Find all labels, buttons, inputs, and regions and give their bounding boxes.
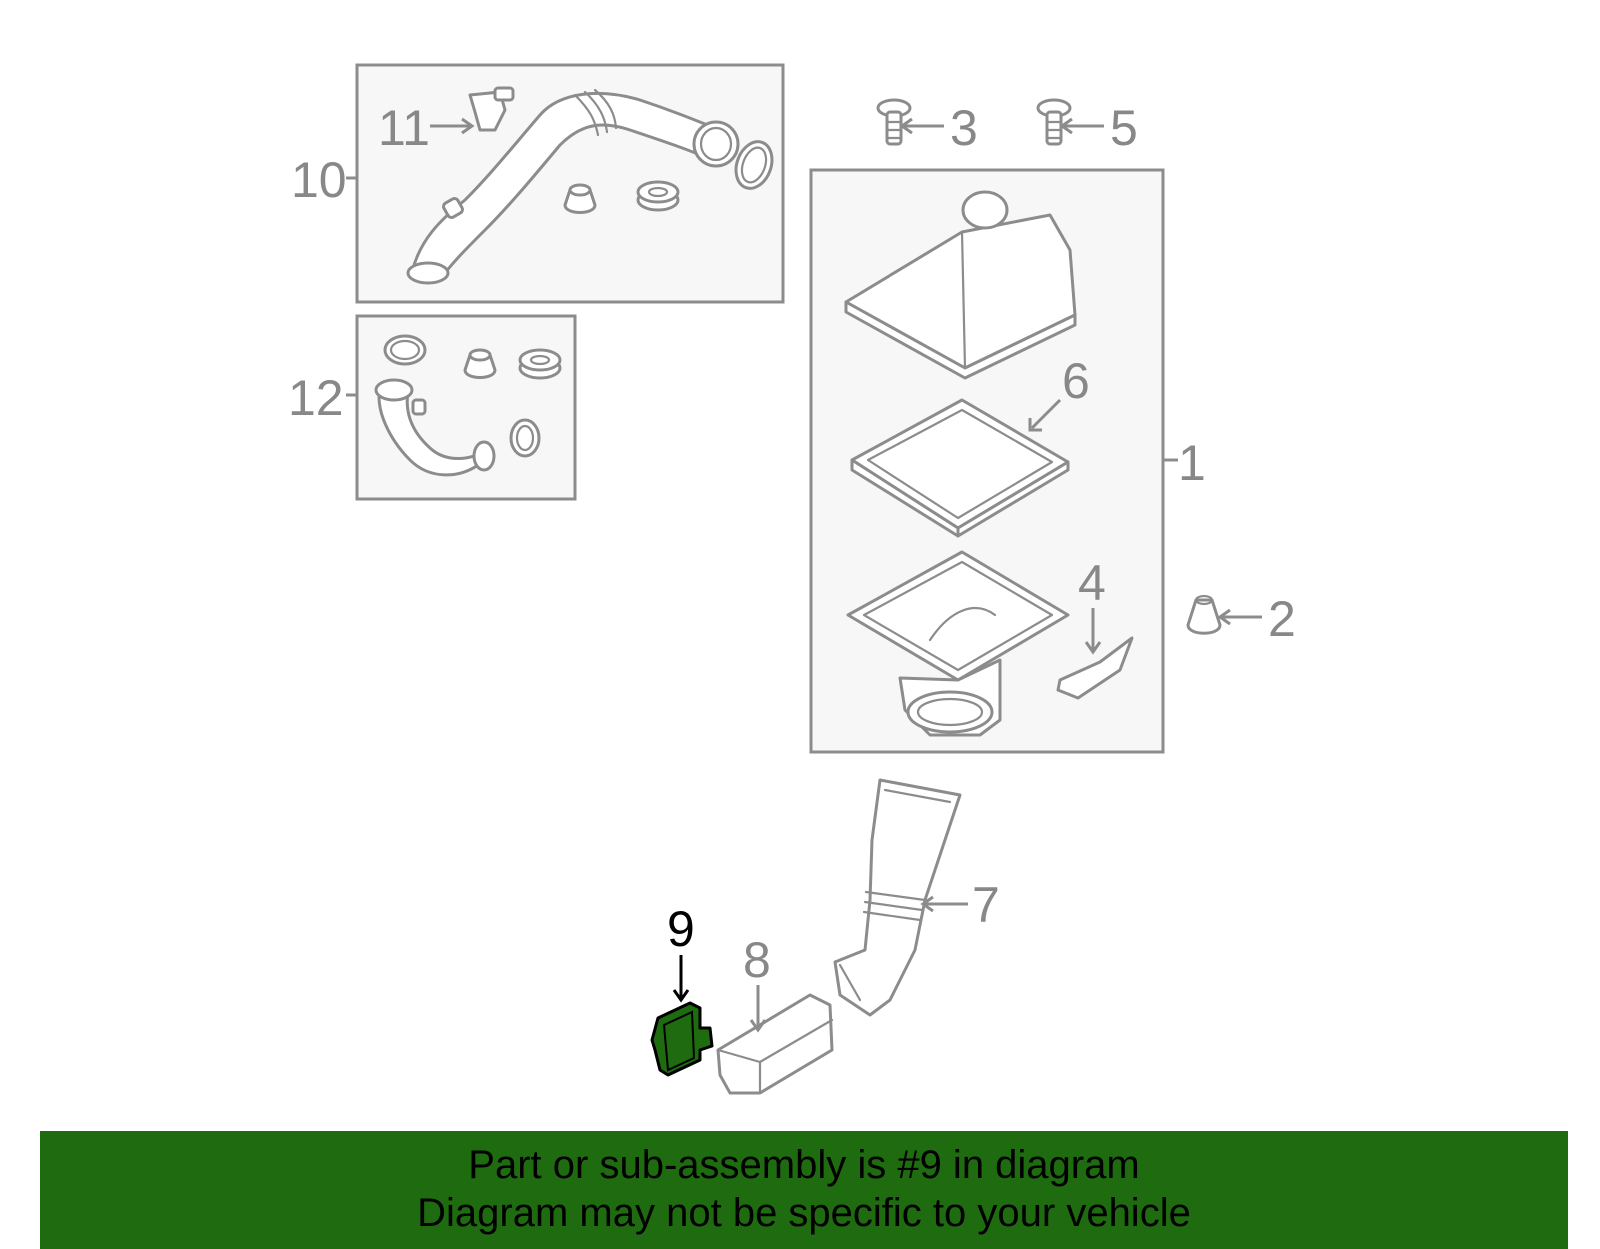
callout-2: 2: [1268, 591, 1296, 647]
bolt-3: [876, 98, 912, 146]
part-group-1: [809, 168, 1165, 754]
intake-duct-7: [833, 778, 962, 1017]
callout-labels: 10 11 12 3 5 6 1 4 2 7 8 9: [288, 100, 1296, 988]
callout-3: 3: [950, 100, 978, 156]
leader-lines: [346, 117, 1262, 1033]
callout-8: 8: [743, 932, 771, 988]
grommet-2: [1186, 594, 1222, 635]
highlighted-part-9: [650, 1001, 714, 1077]
part-group-10: [355, 63, 785, 304]
callout-6: 6: [1062, 353, 1090, 409]
part-info-banner: Part or sub-assembly is #9 in diagram Di…: [40, 1131, 1568, 1249]
banner-line-part: Part or sub-assembly is #9 in diagram: [468, 1143, 1140, 1187]
bolt-5: [1036, 98, 1072, 146]
banner-line-disclaimer: Diagram may not be specific to your vehi…: [417, 1191, 1191, 1235]
callout-10: 10: [291, 152, 347, 208]
callout-9: 9: [667, 901, 695, 957]
callout-11: 11: [378, 100, 430, 156]
callout-4: 4: [1078, 555, 1106, 611]
callout-12: 12: [288, 370, 344, 426]
air-inlet-8: [716, 993, 834, 1095]
callout-5: 5: [1110, 100, 1138, 156]
callout-1: 1: [1178, 435, 1206, 491]
part-group-12: [355, 314, 577, 501]
callout-7: 7: [972, 877, 1000, 933]
